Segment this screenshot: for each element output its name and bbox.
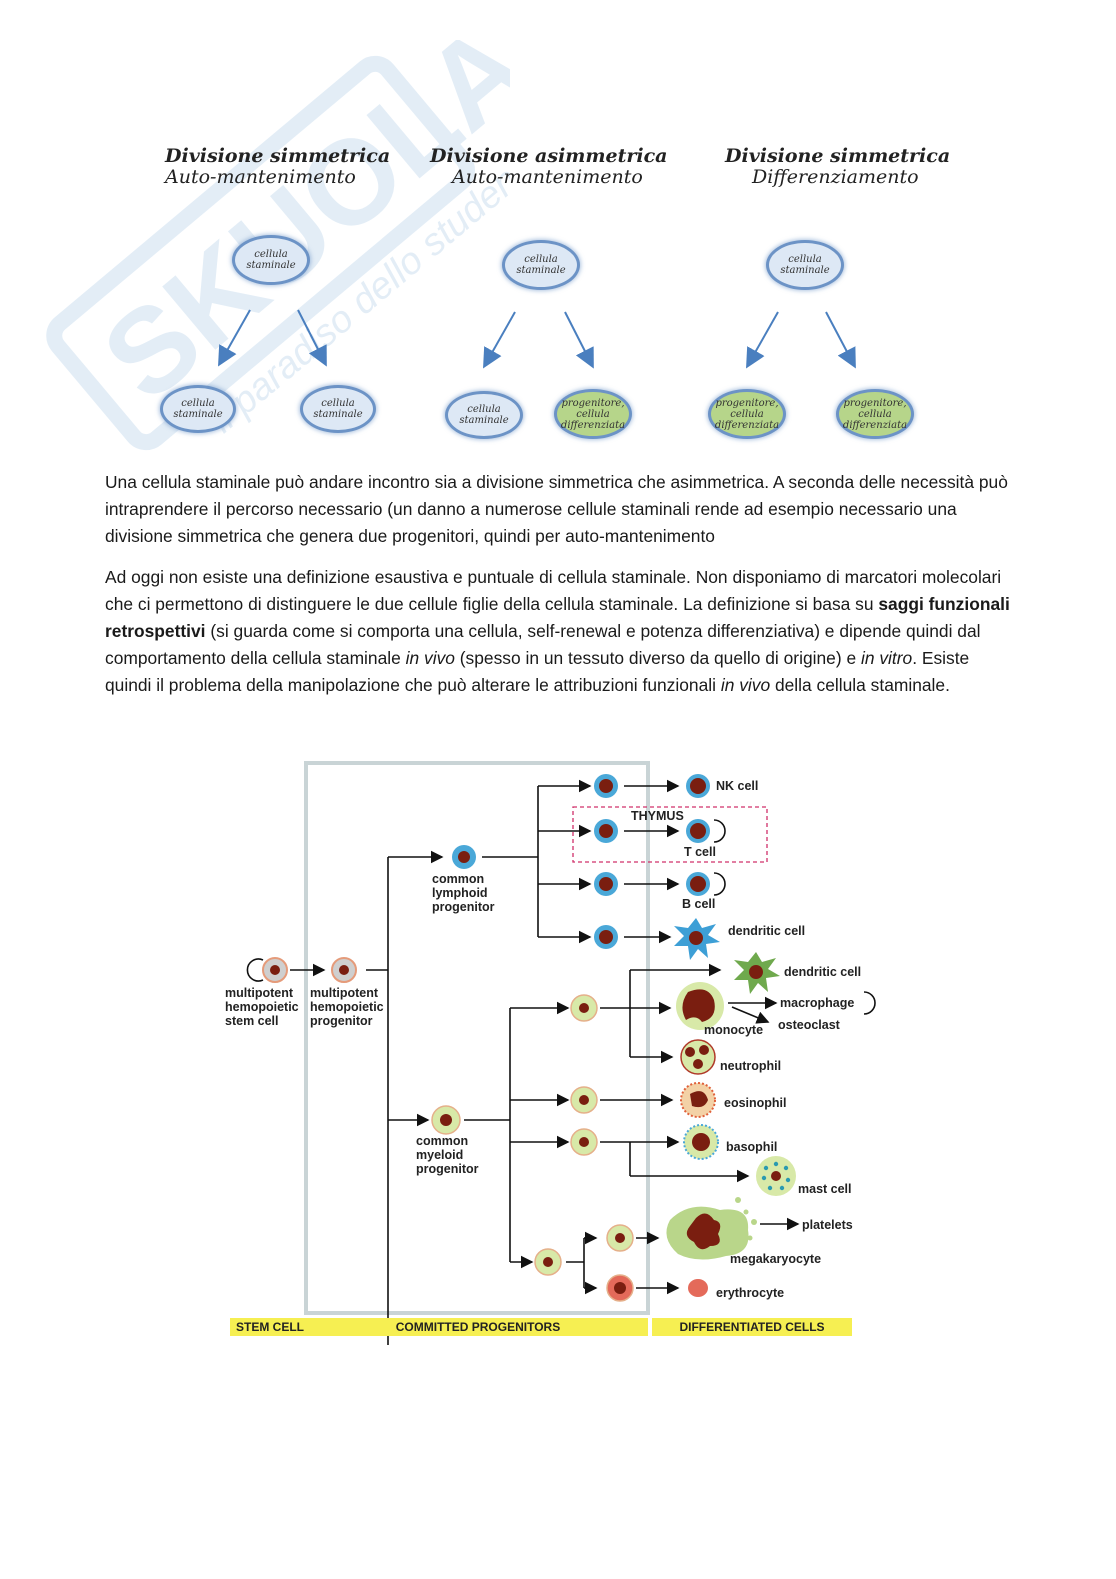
dendritic-myeloid-label: dendritic cell (784, 965, 862, 979)
thymus-label: THYMUS (631, 809, 684, 823)
clp-label-2: lymphoid (432, 886, 488, 900)
stage-bar-stem: STEM CELL (230, 1318, 310, 1336)
stem-label-2: hemopoietic (225, 1000, 299, 1014)
t-cell-label: T cell (684, 845, 716, 859)
col3-title: Divisione simmetrica (725, 145, 951, 167)
col3-subtitle: Differenziamento (752, 166, 919, 188)
mpp-label-3: progenitor (310, 1014, 373, 1028)
osteoclast-label: osteoclast (778, 1018, 840, 1032)
cmp-label-3: progenitor (416, 1162, 479, 1176)
erythrocyte-icon (688, 1279, 708, 1297)
stage-bar-committed: COMMITTED PROGENITORS (308, 1318, 648, 1336)
hematopoiesis-diagram: multipotent hemopoietic stem cell multip… (220, 760, 900, 1345)
col3-child2-cell: progenitore, cellula differenziata (836, 389, 914, 439)
col2-parent-cell: cellula staminale (502, 240, 580, 290)
paragraph-1: Una cellula staminale può andare incontr… (105, 472, 1008, 546)
clp-label-1: common (432, 872, 485, 886)
paragraph-2-italic: in vivo (720, 675, 771, 695)
cmp-label-2: myeloid (416, 1148, 464, 1162)
col3-child1-cell: progenitore, cellula differenziata (708, 389, 786, 439)
col1-child1-cell: cellula staminale (160, 385, 236, 433)
col2-child2-cell: progenitore, cellula differenziata (554, 389, 632, 439)
platelets-label: platelets (802, 1218, 853, 1232)
dendritic-lymphoid-label: dendritic cell (728, 924, 806, 938)
paragraph-2-italic: in vitro (860, 648, 913, 668)
stem-label-1: multipotent (225, 986, 294, 1000)
basophil-label: basophil (726, 1140, 778, 1154)
col1-subtitle: Auto-mantenimento (165, 166, 356, 188)
stem-label-3: stem cell (225, 1014, 279, 1028)
clp-label-3: progenitor (432, 900, 495, 914)
mast-cell-label: mast cell (798, 1182, 852, 1196)
erythrocyte-label: erythrocyte (716, 1286, 785, 1300)
col3-parent-cell: cellula staminale (766, 240, 844, 290)
hematopoiesis-graphics (246, 761, 876, 1345)
paragraph-2: Ad oggi non esiste una definizione esaus… (105, 564, 1015, 699)
thymus-box (572, 806, 768, 863)
b-cell-label: B cell (682, 897, 716, 911)
nk-cell-label: NK cell (716, 779, 759, 793)
cmp-label-1: common (416, 1134, 469, 1148)
paragraph-2-part: della cellula staminale. (770, 675, 950, 695)
paragraph-2-italic: in vivo (405, 648, 455, 668)
mpp-label-1: multipotent (310, 986, 379, 1000)
division-arrows (218, 309, 856, 369)
col1-child2-cell: cellula staminale (300, 385, 376, 433)
stage-bar-differentiated: DIFFERENTIATED CELLS (652, 1318, 852, 1336)
col1-parent-cell: cellula staminale (232, 235, 310, 285)
paragraph-2-part: Ad oggi non esiste una definizione esaus… (105, 567, 1002, 614)
paragraph-2-bold: saggi funzionali retrospettivi (105, 594, 1010, 641)
macrophage-label: macrophage (780, 996, 855, 1010)
col2-subtitle: Auto-mantenimento (452, 166, 643, 188)
col1-title: Divisione simmetrica (165, 145, 391, 167)
committed-progenitors-frame (304, 761, 650, 1315)
mpp-label-2: hemopoietic (310, 1000, 384, 1014)
col2-child1-cell: cellula staminale (445, 391, 523, 439)
paragraph-2-part: (spesso in un tessuto diverso da quello … (454, 648, 861, 668)
paragraph-2-part: (si guarda come si comporta una cellula,… (105, 621, 981, 668)
col2-title: Divisione asimmetrica (430, 145, 668, 167)
paragraph-2-part: . Esiste quindi il problema della manipo… (105, 648, 970, 695)
division-diagram: Divisione simmetrica Auto-mantenimento D… (140, 135, 980, 455)
neutrophil-label: neutrophil (720, 1059, 782, 1073)
monocyte-label: monocyte (704, 1023, 764, 1037)
megakaryocyte-label: megakaryocyte (730, 1252, 822, 1266)
eosinophil-label: eosinophil (724, 1096, 787, 1110)
